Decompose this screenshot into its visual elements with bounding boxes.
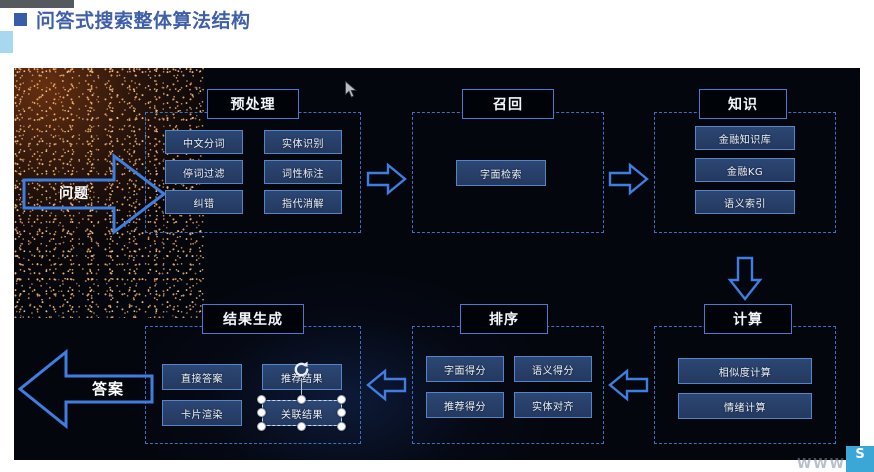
diagram-canvas: 问题 预处理 中文分词 实体识别 停词过滤 词性标注 纠错 指代消解 召回 字面… [14,68,860,460]
node-literal-score[interactable]: 字面得分 [426,356,504,382]
node-similarity-compute[interactable]: 相似度计算 [678,358,812,384]
node-pos-tagging[interactable]: 词性标注 [264,160,342,184]
node-chinese-segmentation[interactable]: 中文分词 [165,130,243,154]
window-chrome-strip [0,0,74,8]
node-recommend-result[interactable]: 推荐结果 [262,364,342,390]
node-sentiment-compute[interactable]: 情绪计算 [678,393,812,419]
node-entity-alignment[interactable]: 实体对齐 [514,392,592,418]
group-title-knowledge: 知识 [699,89,787,119]
node-finance-kg[interactable]: 金融KG [695,158,795,182]
input-label-question: 问题 [59,186,89,202]
node-stopword-filter[interactable]: 停词过滤 [165,160,243,184]
group-compute[interactable] [654,326,836,444]
node-card-render[interactable]: 卡片渲染 [162,400,242,426]
group-title-ranking: 排序 [460,304,548,334]
node-semantic-index[interactable]: 语义索引 [695,190,795,214]
group-title-compute: 计算 [704,304,792,334]
title-bullet-icon [14,13,27,26]
connector-knowledge-to-compute [726,256,764,302]
left-accent-block [0,31,13,53]
output-label-answer: 答案 [91,379,124,398]
connector-compute-to-ranking [608,368,650,402]
group-title-preprocess: 预处理 [207,89,299,119]
page-title-text: 问答式搜索整体算法结构 [36,10,251,32]
group-title-result-generation: 结果生成 [202,304,304,334]
connector-preprocess-to-recall [366,162,408,196]
node-coreference-resolution[interactable]: 指代消解 [264,190,342,214]
page-title: 问答式搜索整体算法结构 [14,6,251,33]
watermark-badge: S [846,446,874,472]
group-title-recall: 召回 [462,89,554,119]
node-literal-retrieval[interactable]: 字面检索 [456,160,546,186]
mouse-cursor-icon [345,80,358,104]
node-entity-recognition[interactable]: 实体识别 [264,130,342,154]
output-arrow-answer [16,346,156,432]
connector-recall-to-knowledge [608,162,650,196]
connector-ranking-to-result [366,368,408,402]
node-recommend-score[interactable]: 推荐得分 [426,392,504,418]
node-finance-knowledge-base[interactable]: 金融知识库 [695,126,795,150]
input-arrow-question [22,150,168,238]
node-error-correction[interactable]: 纠错 [165,190,243,214]
node-direct-answer[interactable]: 直接答案 [162,364,242,390]
node-semantic-score[interactable]: 语义得分 [514,356,592,382]
group-ranking[interactable] [412,326,604,444]
node-related-result[interactable]: 关联结果 [262,400,342,426]
watermark-text: WWW [796,457,846,472]
